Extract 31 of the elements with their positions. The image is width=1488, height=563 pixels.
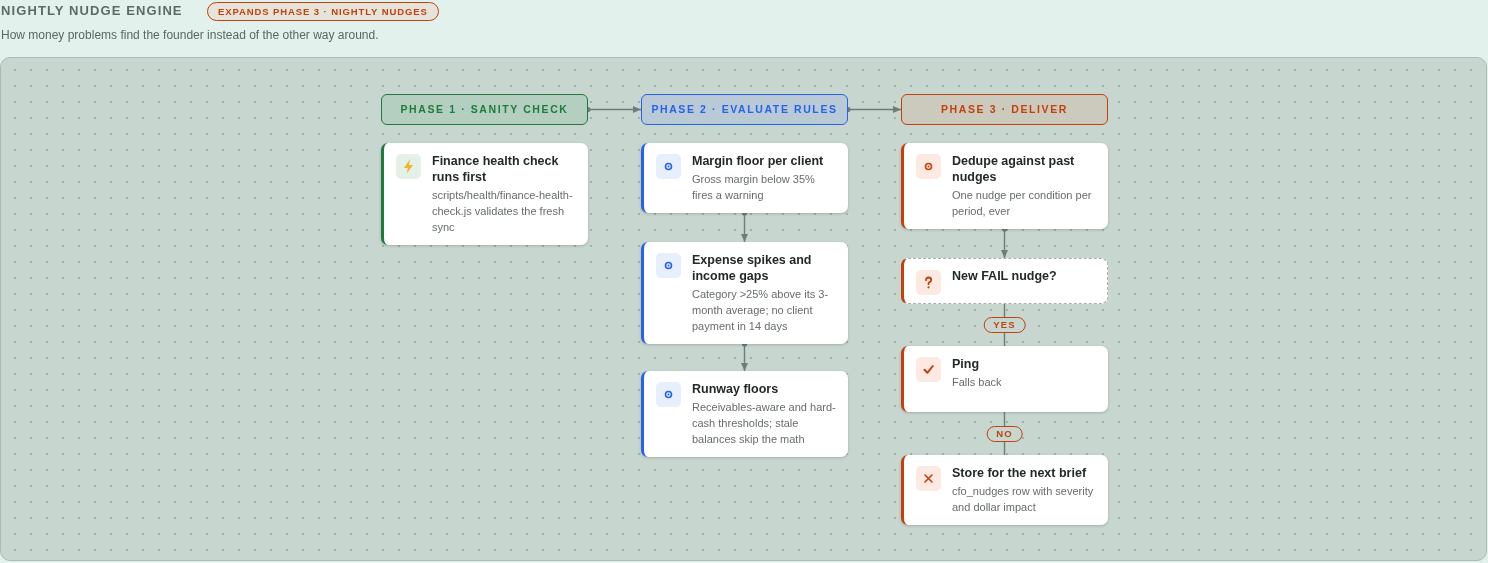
- card-title: Finance health check runs first: [432, 153, 560, 185]
- card-title: Expense spikes and income gaps: [692, 252, 813, 284]
- card-title: Store for the next brief: [952, 465, 1088, 481]
- card-title: Dedupe against past nudges: [952, 153, 1076, 185]
- step-card: [641, 242, 848, 344]
- step-card: [901, 143, 1108, 229]
- card-description: scripts/health/finance-health-check.js validates the fresh sync: [432, 188, 574, 235]
- edge-label: YES: [983, 317, 1026, 333]
- decision-card: [901, 258, 1108, 304]
- phase-header: PHASE 1 · SANITY CHECK: [381, 94, 588, 125]
- edge-label: NO: [986, 425, 1023, 442]
- card-description: Receivables-aware and hard-cash thresholds; stale balances skip the math: [692, 400, 837, 447]
- diagram-subtitle: How money problems find the founder instead of the other way around.: [1, 27, 379, 43]
- phase-header: PHASE 3 · DELIVER: [901, 94, 1108, 125]
- step-card: [641, 143, 848, 213]
- card-description: Falls back: [952, 375, 1003, 390]
- diagram-title: NIGHTLY NUDGE ENGINE: [1, 3, 183, 19]
- card-description: Category >25% above its 3-month average; no client payment in 14 days: [692, 287, 830, 334]
- card-title: Ping: [952, 356, 981, 372]
- step-card: [901, 455, 1108, 525]
- step-card: [381, 143, 588, 245]
- card-description: Gross margin below 35% fires a warning: [692, 172, 816, 203]
- card-description: One nudge per condition per period, ever: [952, 188, 1093, 219]
- card-title: Runway floors: [692, 381, 780, 397]
- card-title: Margin floor per client: [692, 153, 825, 169]
- scope-tag: EXPANDS PHASE 3 · NIGHTLY NUDGES: [207, 2, 439, 21]
- phase-header: PHASE 2 · EVALUATE RULES: [641, 94, 848, 125]
- step-card: [901, 346, 1108, 412]
- card-title: New FAIL nudge?: [952, 268, 1058, 284]
- step-card: [641, 371, 848, 457]
- card-description: cfo_nudges row with severity and dollar impact: [952, 484, 1095, 515]
